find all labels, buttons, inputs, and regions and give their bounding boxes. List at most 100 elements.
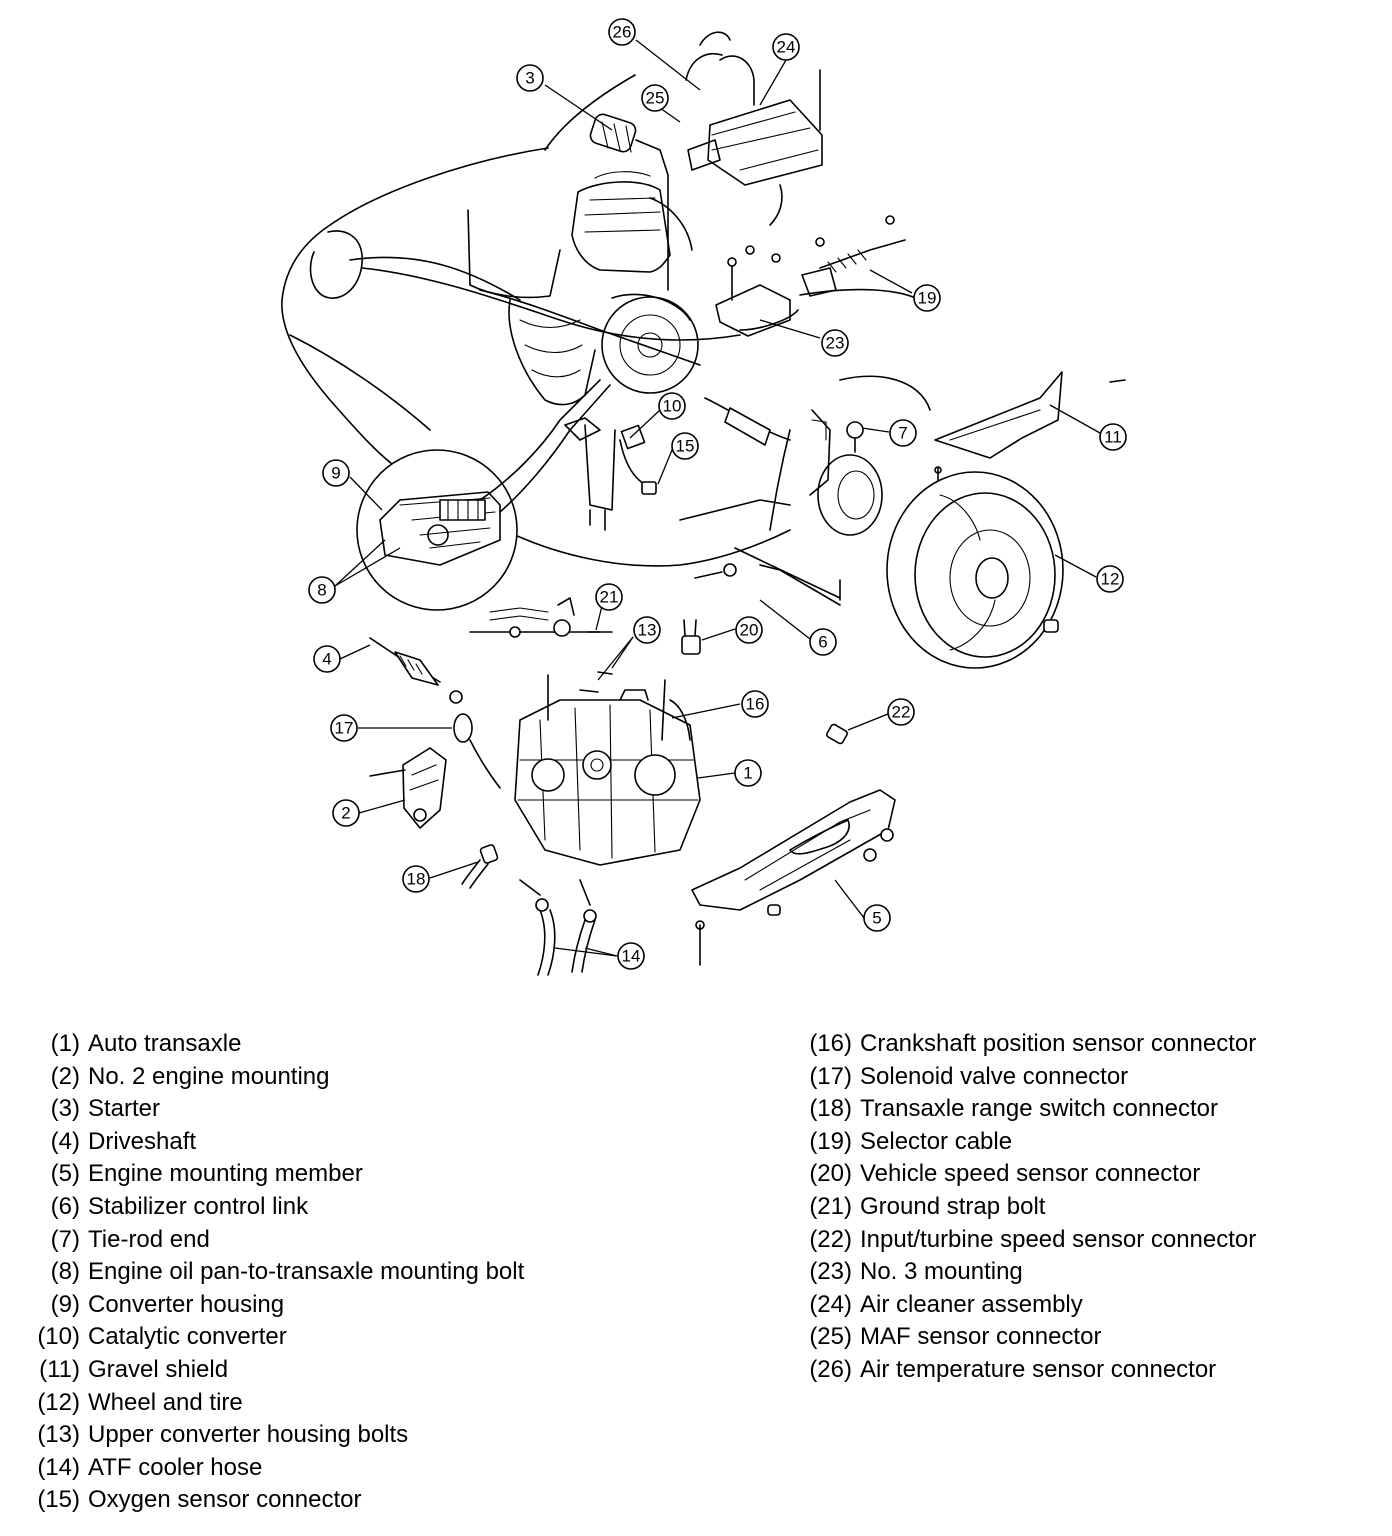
callout-1: 1 xyxy=(734,759,762,787)
wheel-hub xyxy=(809,409,883,536)
legend-text: Oxygen sensor connector xyxy=(88,1486,362,1514)
legend-number: (26) xyxy=(809,1355,852,1383)
legend-text: Ground strap bolt xyxy=(860,1192,1046,1220)
legend-number: (19) xyxy=(809,1127,852,1155)
legend-number: (16) xyxy=(809,1030,852,1057)
svg-text:13: 13 xyxy=(638,621,657,640)
stabilizer-control-link xyxy=(694,547,841,606)
legend-item: (21) Ground strap bolt xyxy=(796,1191,1256,1224)
legend-number: (12) xyxy=(37,1388,80,1416)
callout-19: 19 xyxy=(913,284,941,312)
callout-3: 3 xyxy=(516,64,544,92)
legend-number: (4) xyxy=(50,1127,80,1155)
drive-plate xyxy=(601,293,699,394)
svg-text:24: 24 xyxy=(777,38,796,57)
callout-17: 17 xyxy=(330,714,358,742)
gravel-shield xyxy=(934,371,1126,491)
legend-text: Air temperature sensor connector xyxy=(860,1355,1217,1383)
svg-text:8: 8 xyxy=(317,581,326,600)
legend-text: Auto transaxle xyxy=(88,1030,242,1057)
svg-text:10: 10 xyxy=(663,397,682,416)
callout-14: 14 xyxy=(617,942,645,970)
callout-15: 15 xyxy=(671,432,699,460)
legend-text: Input/turbine speed sensor connector xyxy=(860,1225,1257,1253)
legend-number: (21) xyxy=(809,1192,852,1220)
svg-text:18: 18 xyxy=(407,870,426,889)
svg-text:7: 7 xyxy=(898,424,907,443)
svg-text:4: 4 xyxy=(322,650,331,669)
callout-7: 7 xyxy=(889,419,917,447)
engine-mounting-member xyxy=(691,789,896,966)
legend-item: (15)Oxygen sensor connector xyxy=(20,1484,524,1517)
callout-25: 25 xyxy=(641,84,669,112)
svg-text:22: 22 xyxy=(892,703,911,722)
svg-text:23: 23 xyxy=(826,334,845,353)
wheel-and-tire xyxy=(886,471,1064,669)
legend-item: (3)Starter xyxy=(20,1093,524,1126)
svg-text:15: 15 xyxy=(676,437,695,456)
converter-housing-detail xyxy=(356,379,611,611)
legend-text: Tie-rod end xyxy=(88,1225,210,1253)
legend-text: Selector cable xyxy=(860,1127,1013,1155)
no2-engine-mounting xyxy=(369,747,447,829)
atf-cooler-hose xyxy=(519,879,597,976)
callout-11: 11 xyxy=(1099,423,1127,451)
callout-26: 26 xyxy=(608,18,636,46)
legend-text: Upper converter housing bolts xyxy=(88,1421,409,1449)
leader-lines xyxy=(334,39,1101,957)
solenoid-valve-connector xyxy=(453,713,501,789)
callout-21: 21 xyxy=(595,583,623,611)
svg-text:1: 1 xyxy=(743,764,752,783)
legend-text: No. 3 mounting xyxy=(860,1258,1023,1286)
legend-item: (20)Vehicle speed sensor connector xyxy=(796,1158,1256,1191)
selector-cable xyxy=(801,215,906,297)
legend-item: (17) Solenoid valve connector xyxy=(796,1061,1256,1094)
svg-text:5: 5 xyxy=(872,909,881,928)
legend-text: Transaxle range switch connector xyxy=(860,1095,1218,1123)
legend-text: Crankshaft position sensor connector xyxy=(860,1030,1257,1057)
callout-24: 24 xyxy=(772,33,800,61)
svg-text:21: 21 xyxy=(600,588,619,607)
svg-text:6: 6 xyxy=(818,633,827,652)
legend-item: (6) Stabilizer control link xyxy=(20,1191,524,1224)
input-turbine-speed-sensor-connector xyxy=(826,723,848,745)
oxygen-sensor-connector xyxy=(619,439,657,495)
legend-text: Engine oil pan-to-transaxle mounting bol… xyxy=(88,1258,525,1286)
legend-item: (10)Catalytic converter xyxy=(20,1321,524,1354)
legend-text: Air cleaner assembly xyxy=(860,1290,1083,1318)
callout-9: 9 xyxy=(322,459,350,487)
svg-text:17: 17 xyxy=(335,719,354,738)
legend-text: Gravel shield xyxy=(88,1355,229,1383)
svg-text:16: 16 xyxy=(746,695,765,714)
svg-text:2: 2 xyxy=(341,804,350,823)
legend-text: Wheel and tire xyxy=(88,1388,243,1416)
vehicle-speed-sensor-connector xyxy=(681,619,701,655)
air-cleaner-assembly xyxy=(685,31,823,226)
legend-text: Solenoid valve connector xyxy=(860,1062,1129,1090)
legend-text: Stabilizer control link xyxy=(88,1192,309,1220)
legend-item: (11) Gravel shield xyxy=(20,1354,524,1387)
transaxle-range-switch-connector xyxy=(461,844,499,889)
svg-text:20: 20 xyxy=(740,621,759,640)
svg-text:19: 19 xyxy=(918,289,937,308)
callout-4: 4 xyxy=(313,645,341,673)
legend-item: (13)Upper converter housing bolts xyxy=(20,1419,524,1452)
callout-2: 2 xyxy=(332,799,360,827)
legend-number: (11) xyxy=(39,1355,80,1383)
legend-number: (18) xyxy=(809,1095,852,1123)
legend-number: (10) xyxy=(37,1323,80,1351)
legend-number: (17) xyxy=(809,1062,852,1090)
legend-number: (2) xyxy=(50,1062,80,1090)
svg-text:3: 3 xyxy=(525,69,534,88)
no3-mounting xyxy=(715,245,799,337)
callout-8: 8 xyxy=(308,576,336,604)
legend-item: (7)Tie-rod end xyxy=(20,1224,524,1257)
legend-item: (24)Air cleaner assembly xyxy=(796,1289,1256,1322)
legend-item: (22)Input/turbine speed sensor connector xyxy=(796,1224,1256,1257)
legend-number: (9) xyxy=(50,1290,80,1318)
legend-number: (6) xyxy=(50,1192,80,1220)
legend-item: (4)Driveshaft xyxy=(20,1126,524,1159)
svg-text:25: 25 xyxy=(646,89,665,108)
catalytic-converter xyxy=(564,417,646,531)
legend-number: (20) xyxy=(809,1160,852,1188)
